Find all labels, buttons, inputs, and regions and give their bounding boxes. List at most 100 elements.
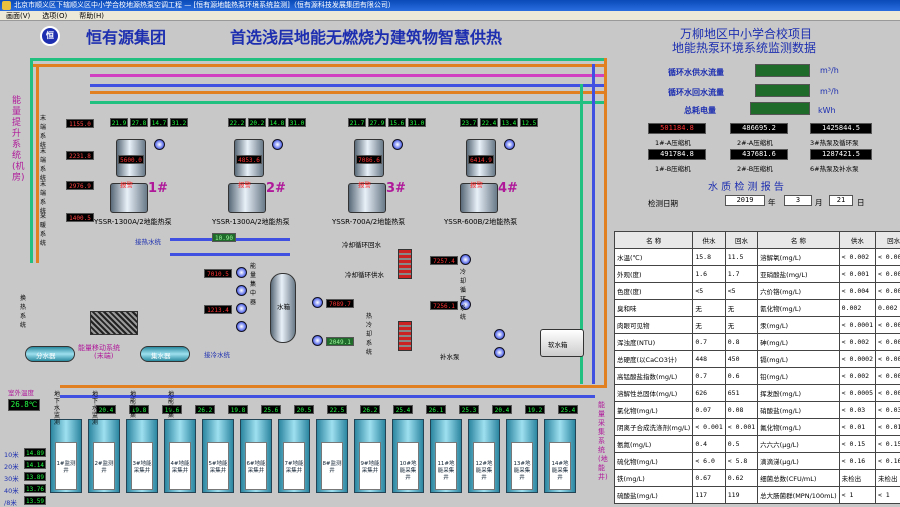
unit-reading: 5600.0: [118, 155, 144, 164]
left-label-1: 末端系统: [40, 113, 48, 149]
unit-sensor: 31.0: [408, 118, 426, 127]
unit-pump[interactable]: [154, 139, 165, 150]
pump-mid-2[interactable]: [236, 285, 247, 296]
divider-label: 分水器: [36, 350, 56, 360]
wq-cell: 六六六(μg/L): [758, 436, 840, 453]
well-label: 9#地能采集井: [359, 442, 381, 490]
well-label: 13#地能采集井: [511, 442, 533, 490]
wq-cell: < 0.01: [839, 419, 875, 436]
well-label: 4#地能采集井: [169, 442, 191, 490]
power-label: 总耗电量: [684, 105, 716, 116]
return-flow-label: 循环水回水流量: [668, 87, 724, 98]
well-label: 10#地能采集井: [397, 442, 419, 490]
report-month-unit: 月: [815, 197, 823, 208]
wq-cell: 无: [725, 317, 757, 334]
well-7[interactable]: 7#地能采集井: [278, 419, 310, 493]
left-label-4: 采暖系统: [40, 211, 48, 247]
well-label: 3#地能采集井: [131, 442, 153, 490]
pump-mid-1[interactable]: [236, 267, 247, 278]
unit-pump[interactable]: [272, 139, 283, 150]
wq-cell: < 0.03: [839, 402, 875, 419]
pump-mid-5[interactable]: [312, 297, 323, 308]
wq-cell: < 0.0005: [839, 385, 875, 402]
circ-return-label: 冷却循环回水: [342, 239, 381, 249]
mid-display-7: 2049.1: [326, 337, 354, 346]
well-label: 7#地能采集井: [283, 442, 305, 490]
wq-cell: 铁(mg/L): [615, 470, 693, 487]
report-day[interactable]: 21: [829, 195, 853, 206]
wq-cell: < 0.002: [875, 368, 900, 385]
well-9[interactable]: 9#地能采集井: [354, 419, 386, 493]
soft-water-tank-label: 软水箱: [548, 339, 568, 349]
well-8[interactable]: 8#监测井: [316, 419, 348, 493]
pipe-right-blue: [592, 64, 595, 384]
meter-1b: 491784.8: [648, 149, 706, 160]
well-3[interactable]: 3#地能采集井: [126, 419, 158, 493]
meter-3: 1425844.5: [810, 123, 872, 134]
wq-cell: < 0.001: [839, 266, 875, 283]
pump-mid-7[interactable]: [460, 254, 471, 265]
wq-cell: 硫酸盐(mg/L): [615, 487, 693, 504]
wq-cell: 448: [693, 351, 725, 368]
unit-pump[interactable]: [504, 139, 515, 150]
meter-2b-label: 2#-B压缩机: [737, 163, 773, 173]
report-year[interactable]: 2019: [725, 195, 765, 206]
unit-sensor: 13.4: [500, 118, 518, 127]
pump-mid-3[interactable]: [236, 303, 247, 314]
pipe-top-green: [30, 58, 605, 61]
meter-1b-label: 1#-B压缩机: [655, 163, 691, 173]
heat-exchanger-1: [398, 249, 412, 279]
menu-help[interactable]: 帮助(H): [73, 11, 110, 20]
well-13[interactable]: 13#地能采集井: [506, 419, 538, 493]
well-temp: 25.4: [558, 405, 578, 414]
return-flow-unit: m³/h: [820, 87, 839, 96]
pipe-top-magenta: [90, 74, 605, 77]
pump-mid-4[interactable]: [236, 321, 247, 332]
menu-options[interactable]: 选项(O): [36, 11, 73, 20]
left-display-4: 1400.5: [66, 213, 94, 222]
wq-cell: < 5.8: [725, 453, 757, 470]
pump-makeup-2[interactable]: [494, 347, 505, 358]
unit-sensor: 15.6: [388, 118, 406, 127]
wq-cell: < 0.16: [875, 453, 900, 470]
wq-cell: < 0.0002: [839, 351, 875, 368]
well-14[interactable]: 14#地能采集井: [544, 419, 576, 493]
wq-cell: 水温(℃): [615, 249, 693, 266]
pump-mid-6[interactable]: [312, 335, 323, 346]
well-6[interactable]: 6#地能采集井: [240, 419, 272, 493]
unit-sensor: 23.7: [460, 118, 478, 127]
report-year-unit: 年: [768, 197, 776, 208]
unit-tag: 1#: [148, 181, 168, 196]
wq-cell: 色度(度): [615, 283, 693, 300]
well-4[interactable]: 4#地能采集井: [164, 419, 196, 493]
meter-1a-label: 1#-A压缩机: [655, 137, 691, 147]
pipe-top-orange-2: [90, 91, 605, 94]
well-2[interactable]: 2#监测井: [88, 419, 120, 493]
wq-cell: 626: [693, 385, 725, 402]
makeup-pump-label: 补水泵: [440, 351, 460, 361]
well-11[interactable]: 11#地能采集井: [430, 419, 462, 493]
mid-display-1: 10.90: [212, 233, 236, 242]
wq-cell: 汞(mg/L): [758, 317, 840, 334]
unit-alarm: 报警: [470, 179, 483, 189]
well-12[interactable]: 12#地能采集井: [468, 419, 500, 493]
unit-pump[interactable]: [392, 139, 403, 150]
wq-header-3: 名 称: [758, 232, 840, 249]
menu-bar: 画面(V) 选项(O) 帮助(H): [0, 11, 900, 21]
report-month[interactable]: 3: [784, 195, 812, 206]
wq-cell: < 0.15: [839, 436, 875, 453]
well-5[interactable]: 5#地能采集井: [202, 419, 234, 493]
pump-makeup-1[interactable]: [494, 329, 505, 340]
wq-cell: 0.6: [725, 368, 757, 385]
well-10[interactable]: 10#地能采集井: [392, 419, 424, 493]
depth-label: 20米: [4, 461, 19, 471]
unit-reading: 7086.6: [356, 155, 382, 164]
meter-2a: 486695.2: [730, 123, 788, 134]
wq-cell: 亚硝酸盐(mg/L): [758, 266, 840, 283]
well-1[interactable]: 1#监测井: [50, 419, 82, 493]
well-temp: 19.8: [228, 405, 248, 414]
menu-view[interactable]: 画面(V): [0, 11, 36, 20]
mid-display-3: 1213.4: [204, 305, 232, 314]
well-top-label: 地能采集: [130, 391, 140, 419]
